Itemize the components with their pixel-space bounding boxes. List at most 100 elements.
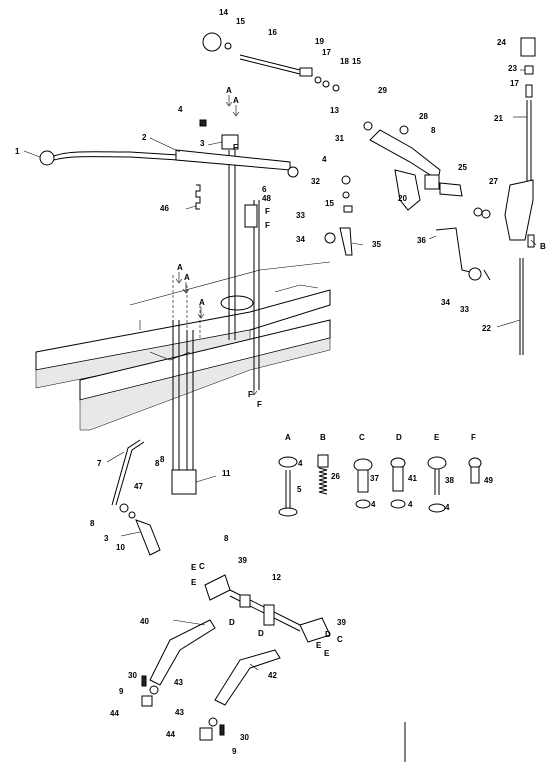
callout-44: 44 — [110, 709, 119, 718]
ref-letter-a: A — [177, 263, 183, 272]
callout-30: 30 — [128, 671, 137, 680]
legend-part-f: 49 — [484, 476, 493, 485]
callout-24: 24 — [497, 38, 506, 47]
top-shaft-assembly — [202, 32, 340, 92]
callout-46: 46 — [160, 204, 169, 213]
reference-arrows — [175, 95, 537, 396]
callout-4: 4 — [178, 105, 183, 114]
callout-34: 34 — [296, 235, 305, 244]
callout-39: 39 — [337, 618, 346, 627]
hardware-b — [317, 454, 329, 495]
ref-letter-e: E — [324, 649, 330, 658]
vertical-rods — [172, 150, 260, 470]
legend-nut-c: 4 — [371, 500, 376, 509]
legend-part-b: 26 — [331, 472, 340, 481]
callout-13: 13 — [330, 106, 339, 115]
ref-letter-a: A — [233, 96, 239, 105]
callout-40: 40 — [140, 617, 149, 626]
ref-letter-c: C — [337, 635, 343, 644]
callout-27: 27 — [489, 177, 498, 186]
callout-4: 4 — [322, 155, 327, 164]
legend-nut-d: 4 — [408, 500, 413, 509]
callout-12: 12 — [272, 573, 281, 582]
callout-30: 30 — [240, 733, 249, 742]
callout-33: 33 — [296, 211, 305, 220]
callout-35: 35 — [372, 240, 381, 249]
legend-header-f: F — [471, 433, 476, 442]
callout-3: 3 — [200, 139, 205, 148]
ref-letter-f: F — [233, 143, 238, 152]
callout-9: 9 — [232, 747, 237, 756]
callout-11: 11 — [222, 469, 231, 478]
callout-43: 43 — [174, 678, 183, 687]
callout-47: 47 — [134, 482, 143, 491]
ref-letter-b: B — [540, 242, 546, 251]
callout-33: 33 — [460, 305, 469, 314]
legend-header-a: A — [285, 433, 291, 442]
callout-39: 39 — [238, 556, 247, 565]
ref-letter-d: D — [229, 618, 235, 627]
hardware-c — [353, 458, 373, 509]
callout-8: 8 — [160, 455, 165, 464]
callout-28: 28 — [419, 112, 428, 121]
callout-23: 23 — [508, 64, 517, 73]
hardware-e — [427, 456, 447, 513]
callout-9: 9 — [119, 687, 124, 696]
callout-17: 17 — [322, 48, 331, 57]
arm-40 — [149, 619, 216, 686]
lower-link-assembly — [111, 439, 197, 556]
callout-8: 8 — [90, 519, 95, 528]
callout-15: 15 — [352, 57, 361, 66]
callout-labels: 1 2 3 4 4 6 7 8 8 8 8 3 8 9 9 10 11 12 1… — [15, 8, 519, 756]
hardware-f — [468, 457, 482, 484]
ref-letter-e: E — [316, 641, 322, 650]
callout-14: 14 — [219, 8, 228, 17]
callout-1: 1 — [15, 147, 20, 156]
ref-letter-a: A — [226, 86, 232, 95]
legend-labels: A B C D E F 4 5 26 37 4 41 4 38 4 49 — [285, 433, 493, 512]
control-lever-assembly — [39, 119, 299, 228]
legend-header-c: C — [359, 433, 365, 442]
callout-42: 42 — [268, 671, 277, 680]
callout-19: 19 — [315, 37, 324, 46]
legend-part-e: 38 — [445, 476, 454, 485]
callout-8: 8 — [224, 534, 229, 543]
legend-part-d: 41 — [408, 474, 417, 483]
frame-panel — [35, 261, 331, 431]
pivot-bushing-6 — [287, 166, 299, 178]
arm-42 — [214, 649, 281, 706]
ref-letter-d: D — [258, 629, 264, 638]
bracket-11 — [171, 469, 197, 495]
legend-part-a: 5 — [297, 485, 302, 494]
callout-43: 43 — [175, 708, 184, 717]
callout-7: 7 — [97, 459, 102, 468]
callout-20: 20 — [398, 194, 407, 203]
ref-letter-f: F — [265, 221, 270, 230]
hardware-a — [278, 456, 298, 517]
callout-36: 36 — [417, 236, 426, 245]
ref-letter-e: E — [191, 563, 197, 572]
callout-3: 3 — [104, 534, 109, 543]
legend-header-e: E — [434, 433, 440, 442]
ref-letter-a: A — [199, 298, 205, 307]
callout-16: 16 — [268, 28, 277, 37]
ref-letter-a: A — [184, 273, 190, 282]
callout-15: 15 — [236, 17, 245, 26]
hardware-legend — [278, 454, 482, 517]
legend-header-b: B — [320, 433, 326, 442]
reference-letters: A A A A A B F F F F F C C D D E E E E D — [177, 86, 546, 658]
knob-14 — [202, 32, 222, 52]
callout-31: 31 — [335, 134, 344, 143]
callout-32: 32 — [311, 177, 320, 186]
grip-24 — [520, 37, 536, 57]
callout-6: 6 — [262, 185, 267, 194]
callout-25: 25 — [458, 163, 467, 172]
legend-part-c: 37 — [370, 474, 379, 483]
hardware-d — [390, 457, 406, 509]
ref-letter-d: D — [325, 630, 331, 639]
ref-letter-f: F — [248, 390, 253, 399]
callout-18: 18 — [340, 57, 349, 66]
legend-nut-e: 4 — [445, 503, 450, 512]
callout-44: 44 — [166, 730, 175, 739]
